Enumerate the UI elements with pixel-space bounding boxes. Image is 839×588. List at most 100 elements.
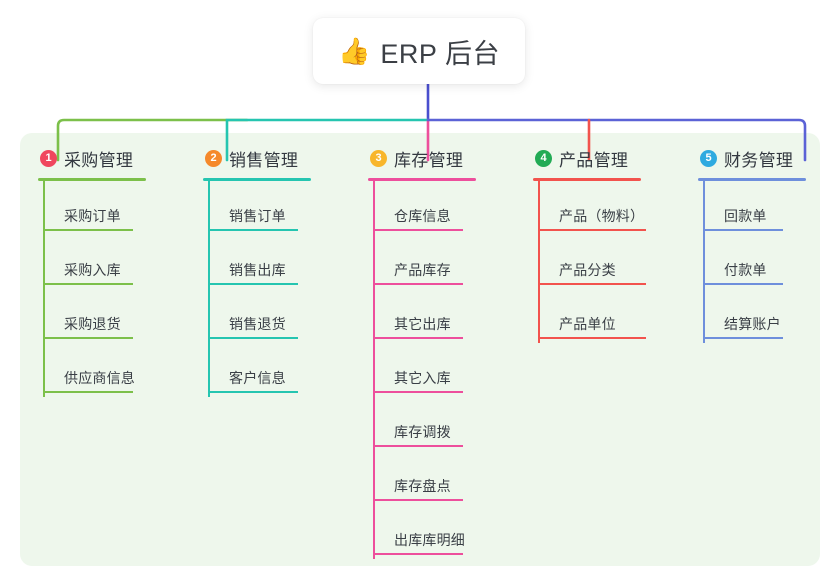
list-item-rule (703, 337, 783, 339)
list-item-rule (373, 391, 463, 393)
list-item[interactable]: 出库库明细 (368, 505, 518, 559)
column-badge-icon: 3 (370, 149, 387, 167)
list-item-rule (373, 283, 463, 285)
column-header-5[interactable]: 5 财务管理 (698, 146, 839, 170)
list-item-rule (538, 283, 646, 285)
list-item[interactable]: 采购入库 (38, 235, 188, 289)
list-item-label: 产品库存 (394, 262, 451, 278)
column-title: 财务管理 (724, 150, 794, 170)
column-badge-icon: 5 (700, 149, 717, 167)
list-item-label: 产品单位 (559, 316, 616, 332)
list-item[interactable]: 付款单 (698, 235, 839, 289)
list-item[interactable]: 回款单 (698, 181, 839, 235)
root-node-title: ERP 后台 (380, 38, 500, 69)
list-item[interactable]: 结算账户 (698, 289, 839, 343)
list-item-label: 付款单 (724, 262, 767, 278)
column-rule (698, 178, 806, 181)
list-item[interactable]: 产品单位 (533, 289, 683, 343)
column-header-3[interactable]: 3 库存管理 (368, 146, 518, 170)
column-items: 采购订单采购入库采购退货供应商信息 (38, 181, 188, 397)
list-item-rule (538, 229, 646, 231)
list-item-rule (373, 337, 463, 339)
list-item-label: 回款单 (724, 208, 767, 224)
column-title: 库存管理 (394, 150, 464, 170)
column-items: 回款单付款单结算账户 (698, 181, 839, 343)
list-item-label: 产品分类 (559, 262, 616, 278)
list-item[interactable]: 销售订单 (203, 181, 353, 235)
list-item-label: 结算账户 (724, 316, 781, 332)
list-item-label: 其它出库 (394, 316, 451, 332)
list-item-label: 供应商信息 (64, 370, 135, 386)
list-item[interactable]: 客户信息 (203, 343, 353, 397)
list-item-label: 采购订单 (64, 208, 121, 224)
list-item[interactable]: 产品（物料） (533, 181, 683, 235)
list-item-label: 库存调拨 (394, 424, 451, 440)
column-badge-icon: 2 (205, 149, 222, 167)
column-spine (373, 181, 375, 559)
list-item-rule (43, 283, 133, 285)
list-item-label: 采购退货 (64, 316, 121, 332)
list-item-rule (373, 229, 463, 231)
list-item[interactable]: 其它入库 (368, 343, 518, 397)
diagram-panel (20, 133, 820, 566)
list-item[interactable]: 供应商信息 (38, 343, 188, 397)
column-2: 2 销售管理销售订单销售出库销售退货客户信息 (203, 146, 353, 397)
list-item-rule (703, 283, 783, 285)
list-item[interactable]: 产品库存 (368, 235, 518, 289)
column-4: 4 产品管理产品（物料） 产品分类产品单位 (533, 146, 683, 343)
list-item-label: 客户信息 (229, 370, 286, 386)
list-item[interactable]: 库存盘点 (368, 451, 518, 505)
column-spine (43, 181, 45, 397)
column-1: 1 采购管理采购订单采购入库采购退货供应商信息 (38, 146, 188, 397)
list-item-label: 产品（物料） (559, 208, 645, 224)
list-item-rule (208, 337, 298, 339)
list-item-label: 销售订单 (229, 208, 286, 224)
column-rule (533, 178, 641, 181)
column-header-2[interactable]: 2 销售管理 (203, 146, 353, 170)
column-items: 仓库信息产品库存其它出库其它入库库存调拨库存盘点出库库明细 (368, 181, 518, 559)
column-3: 3 库存管理仓库信息产品库存其它出库其它入库库存调拨库存盘点出库库明细 (368, 146, 518, 559)
list-item-rule (208, 391, 298, 393)
list-item[interactable]: 其它出库 (368, 289, 518, 343)
column-title: 采购管理 (64, 150, 134, 170)
root-node[interactable]: 👍 ERP 后台 (313, 18, 525, 84)
list-item[interactable]: 仓库信息 (368, 181, 518, 235)
list-item-label: 采购入库 (64, 262, 121, 278)
column-items: 产品（物料） 产品分类产品单位 (533, 181, 683, 343)
list-item-label: 其它入库 (394, 370, 451, 386)
list-item-rule (208, 229, 298, 231)
list-item[interactable]: 采购退货 (38, 289, 188, 343)
list-item-rule (703, 229, 783, 231)
list-item-rule (208, 283, 298, 285)
column-header-1[interactable]: 1 采购管理 (38, 146, 188, 170)
list-item[interactable]: 库存调拨 (368, 397, 518, 451)
list-item[interactable]: 产品分类 (533, 235, 683, 289)
column-spine (538, 181, 540, 343)
column-rule (203, 178, 311, 181)
column-rule (38, 178, 146, 181)
list-item-label: 销售出库 (229, 262, 286, 278)
column-spine (703, 181, 705, 343)
list-item-rule (373, 553, 463, 555)
thumbs-up-icon: 👍 (338, 36, 371, 66)
list-item-rule (43, 229, 133, 231)
column-title: 销售管理 (229, 150, 299, 170)
list-item-rule (43, 391, 133, 393)
column-5: 5 财务管理回款单付款单结算账户 (698, 146, 839, 343)
list-item[interactable]: 采购订单 (38, 181, 188, 235)
column-rule (368, 178, 476, 181)
column-badge-icon: 1 (40, 149, 57, 167)
list-item-rule (373, 445, 463, 447)
column-spine (208, 181, 210, 397)
column-header-4[interactable]: 4 产品管理 (533, 146, 683, 170)
list-item-rule (43, 337, 133, 339)
list-item-label: 出库库明细 (394, 532, 465, 548)
list-item-label: 销售退货 (229, 316, 286, 332)
list-item-rule (538, 337, 646, 339)
list-item[interactable]: 销售出库 (203, 235, 353, 289)
column-badge-icon: 4 (535, 149, 552, 167)
column-title: 产品管理 (559, 150, 629, 170)
list-item-label: 库存盘点 (394, 478, 451, 494)
list-item[interactable]: 销售退货 (203, 289, 353, 343)
list-item-rule (373, 499, 463, 501)
